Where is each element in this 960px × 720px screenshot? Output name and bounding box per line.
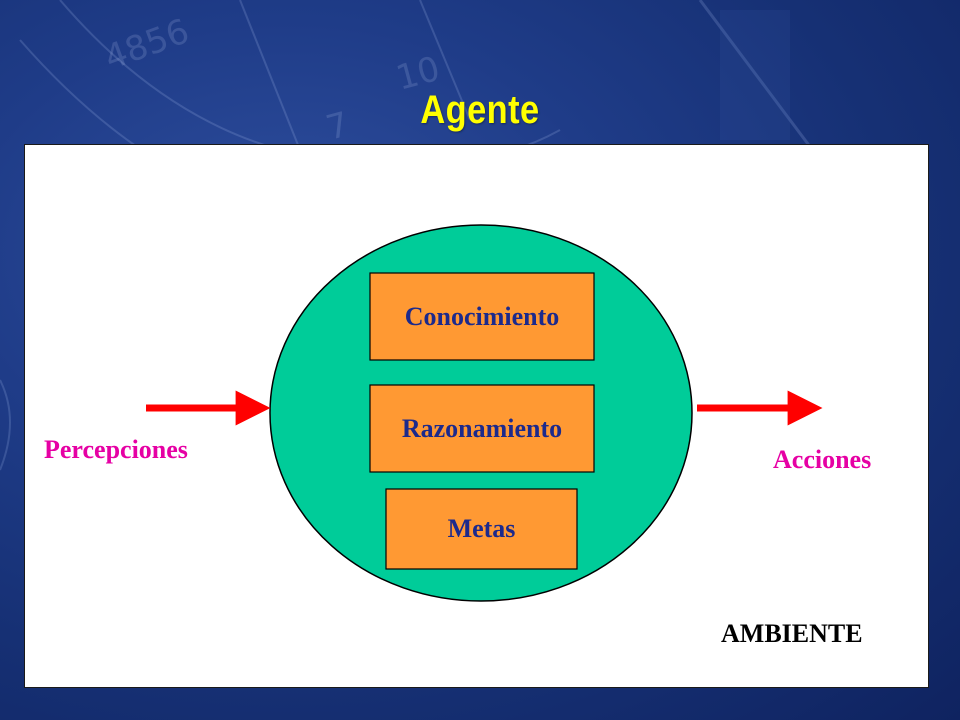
svg-text:4856: 4856 bbox=[99, 11, 194, 78]
knowledge-label: Conocimiento bbox=[404, 301, 560, 331]
reasoning-label: Razonamiento bbox=[401, 413, 563, 443]
agent-diagram bbox=[146, 224, 823, 602]
goals-box bbox=[385, 488, 578, 570]
goals-label: Metas bbox=[447, 514, 516, 543]
reasoning-box bbox=[369, 384, 595, 473]
slide-title: Agente bbox=[420, 88, 540, 132]
actions-label: Acciones bbox=[773, 445, 872, 474]
knowledge-box bbox=[369, 272, 595, 361]
environment-label: AMBIENTE bbox=[721, 619, 863, 648]
diagram-panel: Conocimiento Razonamiento Metas Percepci… bbox=[24, 144, 929, 688]
perceptions-label: Percepciones bbox=[44, 435, 188, 464]
